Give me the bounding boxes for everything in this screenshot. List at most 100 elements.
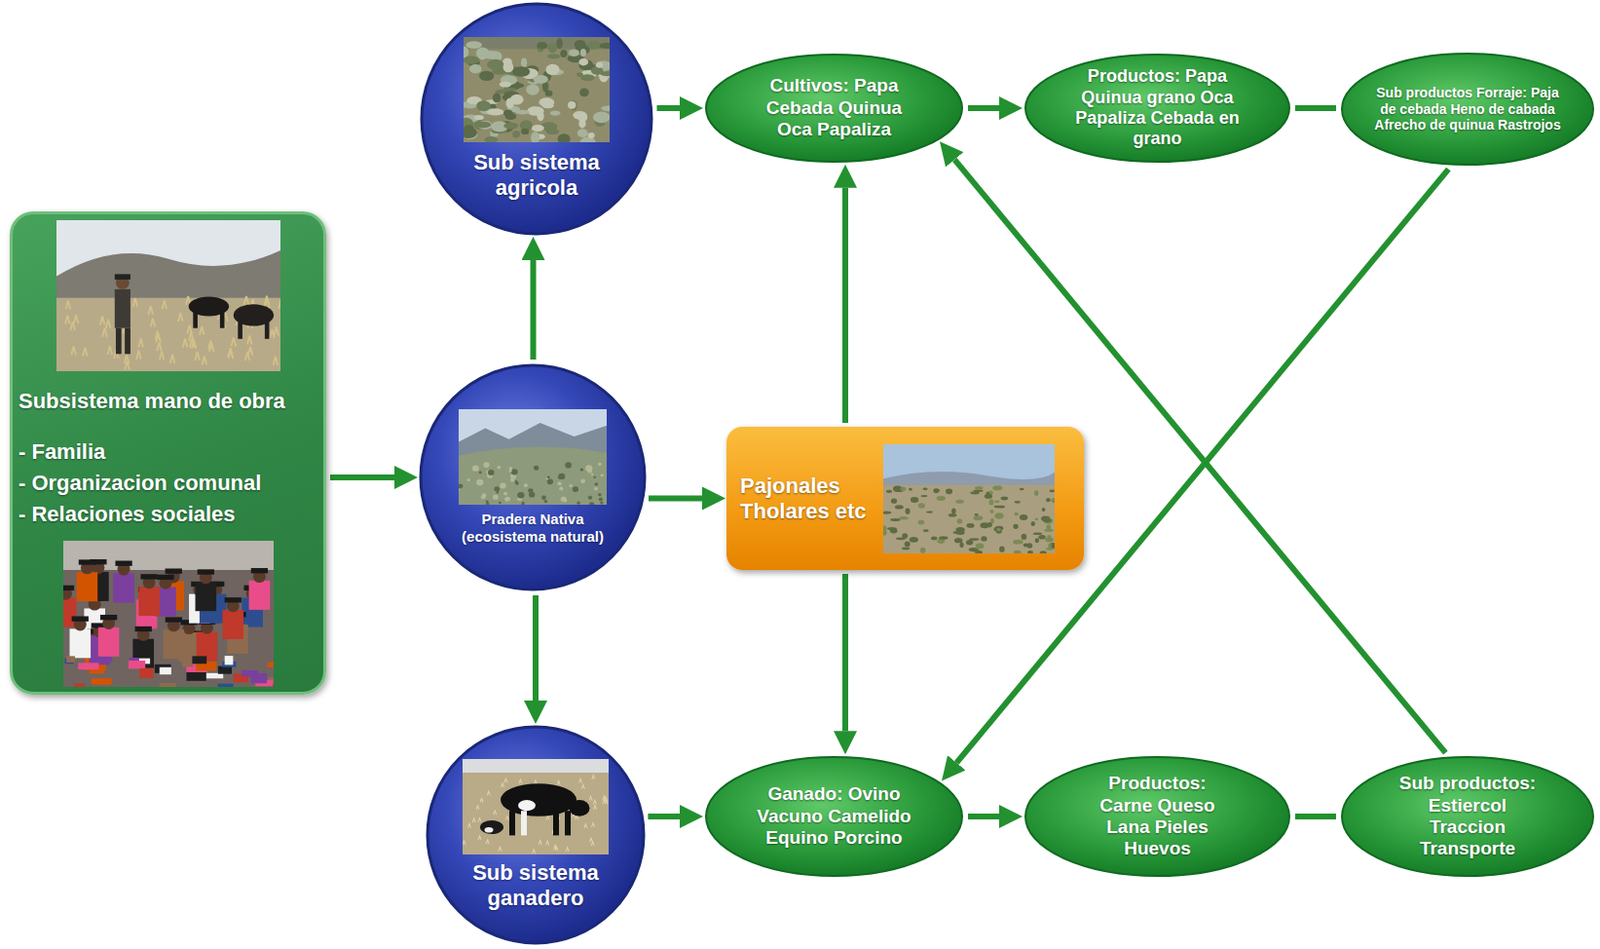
photo-detail xyxy=(1049,488,1055,492)
ellipse-shape xyxy=(427,726,644,943)
photo-detail xyxy=(492,93,501,104)
node-label: Subsistema mano de obra xyxy=(18,388,318,414)
ellipse-shape xyxy=(420,365,645,590)
photo-detail xyxy=(1045,546,1054,550)
ellipse-node: Sub productos Forraje: Paja de cebada He… xyxy=(1339,51,1596,167)
photo-detail xyxy=(502,62,514,74)
photo-detail xyxy=(1035,517,1040,521)
photo-detail xyxy=(124,361,130,371)
photo-detail xyxy=(97,627,119,657)
photo-detail xyxy=(945,487,953,494)
photo-detail xyxy=(272,356,278,366)
photo-detail xyxy=(558,133,571,143)
photo-detail xyxy=(1014,511,1019,516)
photo-detail xyxy=(1041,507,1046,512)
node-label: Ganado: Ovino Vacuno Camelido Equino Por… xyxy=(746,782,923,849)
photo-detail xyxy=(138,586,160,616)
photo-detail xyxy=(568,483,573,487)
photo-detail xyxy=(926,510,933,513)
photo-detail xyxy=(974,484,984,489)
photo-detail xyxy=(957,518,964,524)
photo-detail xyxy=(550,111,561,116)
photo-detail xyxy=(908,486,913,490)
photo-detail xyxy=(951,507,957,514)
photo-detail xyxy=(883,483,1055,553)
photo-detail xyxy=(904,540,911,547)
photo-detail xyxy=(587,40,600,50)
photo-detail xyxy=(600,106,610,112)
photo-detail xyxy=(1012,522,1018,528)
photo-detail xyxy=(533,465,539,471)
photo-detail xyxy=(536,111,544,121)
photo-detail xyxy=(520,502,525,505)
photo-detail xyxy=(556,37,562,49)
photo-detail xyxy=(182,338,187,348)
photo-detail xyxy=(918,502,926,508)
flow-arrow xyxy=(1295,813,1337,819)
photo-detail xyxy=(266,662,273,668)
photo-detail xyxy=(69,628,91,658)
photo-detail xyxy=(992,484,1003,490)
photo-detail xyxy=(588,132,596,139)
photo-detail xyxy=(486,59,504,71)
photo-detail xyxy=(161,299,167,309)
photo-detail xyxy=(493,486,500,492)
photo-detail xyxy=(156,341,162,351)
photo-detail xyxy=(1001,495,1009,500)
photo-people xyxy=(63,540,274,687)
photo-detail xyxy=(511,468,519,475)
ellipse-node: Sub sistema ganadero xyxy=(425,724,646,945)
node-label: - Familia xyxy=(18,439,318,465)
photo-detail xyxy=(504,497,510,502)
photo-detail xyxy=(112,572,135,602)
photo-detail xyxy=(463,127,478,139)
photo-detail xyxy=(469,64,483,74)
photo-detail xyxy=(458,409,607,505)
photo-detail xyxy=(472,818,476,822)
photo-detail xyxy=(923,486,929,490)
photo-detail xyxy=(584,823,588,828)
photo-detail xyxy=(588,495,593,500)
photo-cow xyxy=(462,758,609,855)
ellipse-shape xyxy=(1025,54,1290,162)
photo-detail xyxy=(510,478,515,483)
photo-detail xyxy=(462,758,609,773)
photo-detail xyxy=(597,492,601,496)
photo-detail xyxy=(1027,549,1034,553)
photo-detail xyxy=(525,84,540,96)
photo-detail xyxy=(517,491,524,499)
photo-detail xyxy=(479,71,494,81)
flow-arrow xyxy=(842,187,849,423)
photo-detail xyxy=(890,518,900,521)
photo-detail xyxy=(1033,531,1042,534)
ellipse-node: Productos: Carne Queso Lana Pieles Huevo… xyxy=(1023,754,1292,878)
photo-detail xyxy=(921,493,929,496)
photo-detail xyxy=(194,581,217,611)
photo-detail xyxy=(936,495,946,501)
photo-detail xyxy=(1019,513,1029,520)
photo-detail xyxy=(568,48,580,57)
ellipse-node: Productos: Papa Quinua grano Oca Papaliz… xyxy=(1023,52,1292,164)
photo-detail xyxy=(999,545,1005,552)
ellipse-node: Ganado: Ovino Vacuno Camelido Equino Por… xyxy=(704,754,965,878)
photo-detail xyxy=(572,485,579,492)
photo-detail xyxy=(158,350,164,360)
photo-detail xyxy=(1043,527,1053,531)
node-label: - Organizacion comunal xyxy=(18,470,318,496)
photo-detail xyxy=(565,847,569,852)
photo-detail xyxy=(484,826,494,833)
photo-detail xyxy=(479,471,483,475)
photo-detail xyxy=(520,810,527,835)
photo-detail xyxy=(581,783,585,788)
photo-detail xyxy=(476,805,480,810)
photo-detail xyxy=(463,37,610,143)
photo-detail xyxy=(182,656,193,668)
photo-detail xyxy=(164,616,182,622)
photo-detail xyxy=(496,465,501,469)
photo-detail xyxy=(531,124,545,132)
photo-detail xyxy=(580,74,596,81)
photo-detail xyxy=(591,841,595,846)
ellipse-shape xyxy=(421,3,652,234)
photo-detail xyxy=(900,485,907,490)
